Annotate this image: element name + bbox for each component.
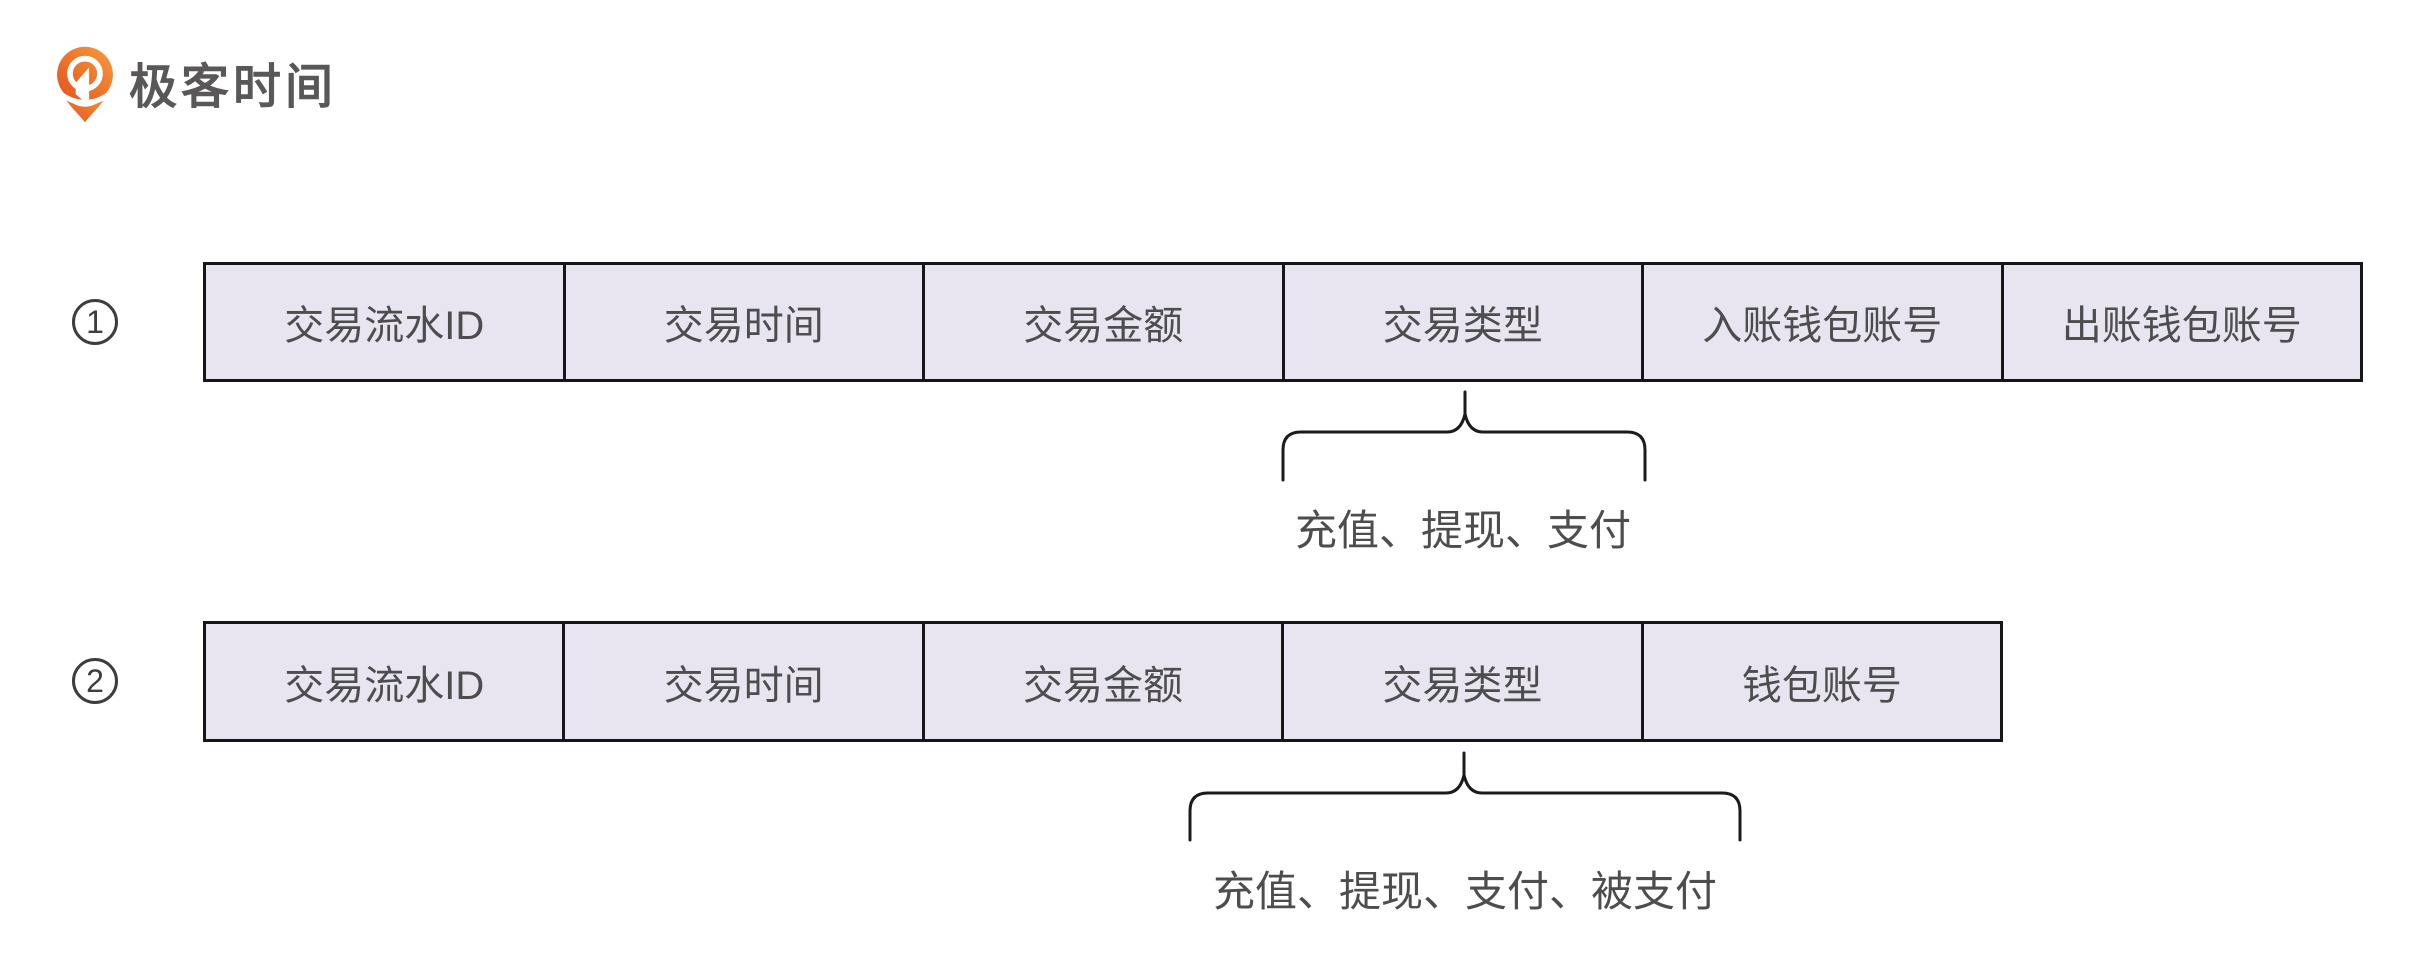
table-2-marker: 2 — [72, 658, 118, 704]
transaction-table-2: 交易流水ID 交易时间 交易金额 交易类型 钱包账号 — [203, 621, 2003, 742]
table-1-marker: 1 — [72, 299, 118, 345]
table-1-col-debit-wallet: 出账钱包账号 — [2061, 304, 2302, 348]
table-2-type-brace — [1188, 751, 1742, 842]
geektime-logo-text: 极客时间 — [129, 60, 338, 114]
table-1-type-brace — [1281, 390, 1647, 482]
table-1-col-transaction-amount: 交易金额 — [925, 265, 1285, 379]
table-2-col-transaction-amount: 交易金额 — [925, 624, 1285, 739]
table-1-type-values: 充值、提现、支付 — [1294, 507, 1631, 554]
table-2-col-transaction-time: 交易时间 — [565, 624, 925, 739]
table-1-col-transaction-time: 交易时间 — [566, 265, 925, 379]
geektime-logo: 极客时间 — [55, 45, 337, 130]
table-2-col-transaction-id: 交易流水ID — [206, 624, 566, 739]
table-1-col-transaction-id: 交易流水ID — [206, 265, 566, 379]
transaction-table-1: 交易流水ID 交易时间 交易金额 交易类型 入账钱包账号 出账钱包账号 — [203, 262, 2363, 382]
table-1-col-credit-wallet: 入账钱包账号 — [1644, 265, 2004, 379]
table-2-col-transaction-type: 交易类型 — [1284, 624, 1644, 739]
geektime-pin-icon — [55, 45, 115, 130]
table-2-type-values: 充值、提现、支付、被支付 — [1212, 868, 1717, 915]
table-2-col-wallet-account: 钱包账号 — [1741, 663, 1902, 708]
table-1-col-transaction-type: 交易类型 — [1285, 265, 1644, 379]
